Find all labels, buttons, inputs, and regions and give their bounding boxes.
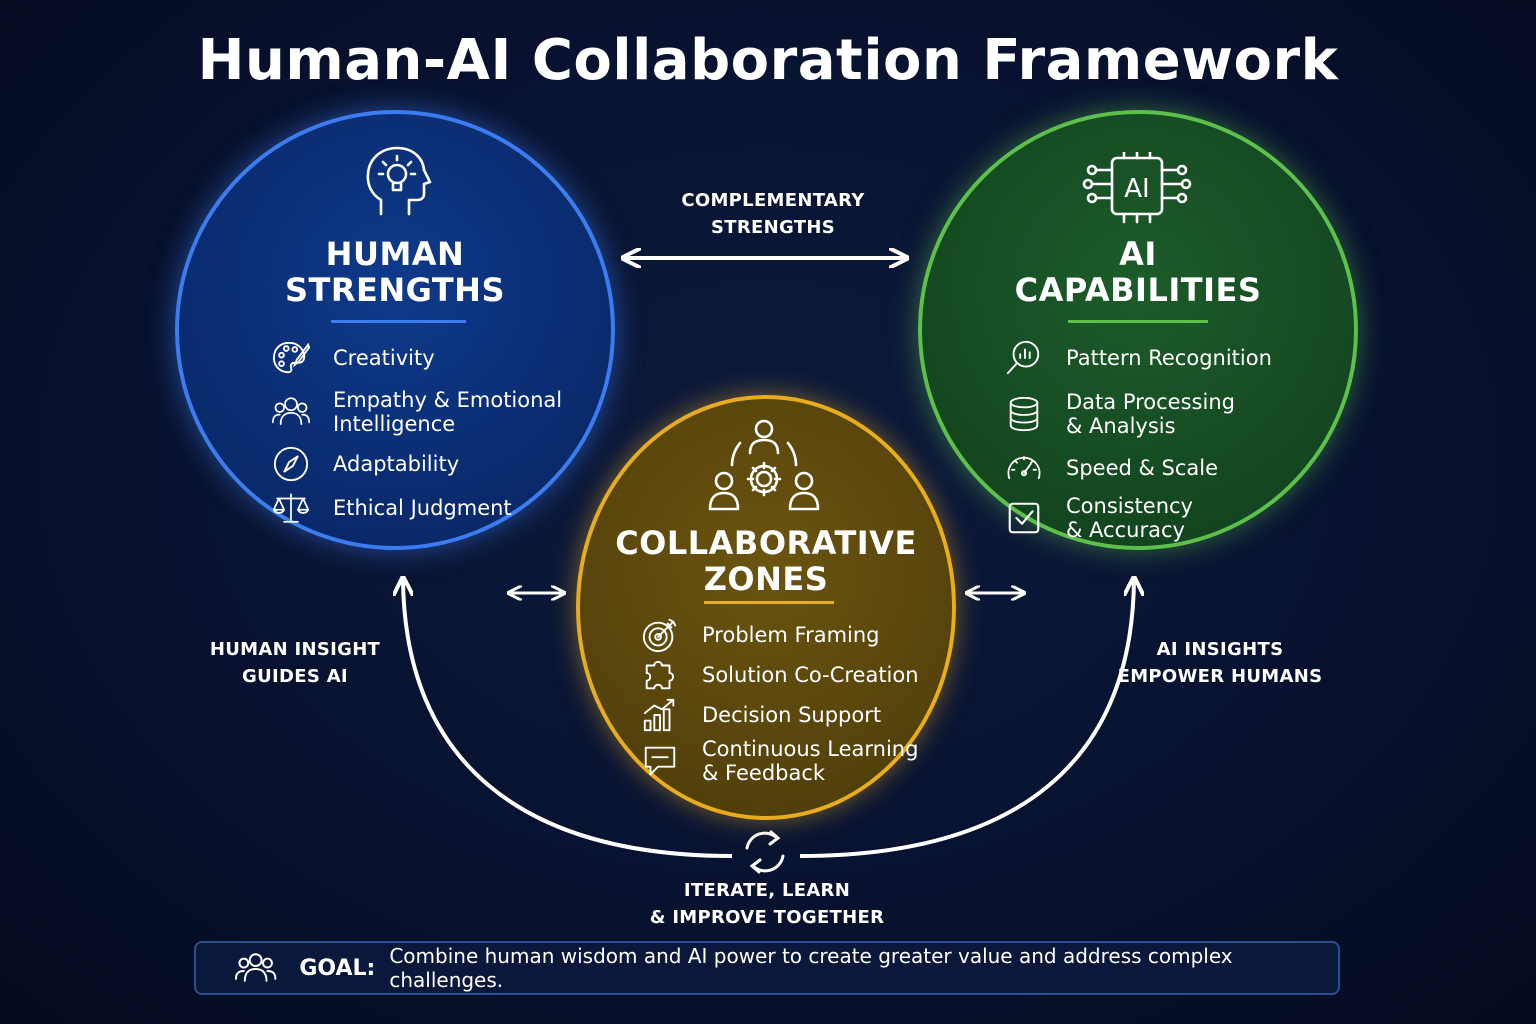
ai-item-data: Data Processing & Analysis [1000, 390, 1235, 438]
human-insight-label: HUMAN INSIGHT GUIDES AI [209, 639, 381, 687]
ai-item-label: Consistency & Accuracy [1066, 494, 1193, 542]
database-icon [1000, 394, 1048, 434]
collab-item-decision: Decision Support [636, 695, 881, 735]
page-title: Human-AI Collaboration Framework [197, 28, 1339, 93]
goal-bar: GOAL: Combine human wisdom and AI power … [194, 941, 1340, 995]
team-gear-icon [708, 419, 820, 511]
human-title-underline [331, 320, 466, 323]
ai-chip-icon: AI [1082, 152, 1192, 224]
human-strengths-circle: HUMAN STRENGTHS Creativity Empathy & Emo… [175, 110, 615, 550]
human-insight-arc [403, 580, 733, 858]
compass-icon [267, 444, 315, 484]
collab-item-solution: Solution Co-Creation [636, 655, 919, 695]
ai-capabilities-circle: AI AI CAPABILITIES Pattern Recognition [918, 110, 1358, 550]
ai-item-speed: Speed & Scale [1000, 448, 1218, 488]
ai-item-consistency: Consistency & Accuracy [1000, 494, 1193, 542]
goal-text: Combine human wisdom and AI power to cre… [389, 944, 1233, 992]
collaborative-zones-title: COLLABORATIVE ZONES [615, 524, 917, 598]
collab-title-underline [704, 601, 834, 604]
people-icon [267, 392, 315, 432]
scales-icon [267, 488, 315, 528]
ai-item-pattern: Pattern Recognition [1000, 338, 1272, 378]
ai-insight-arc [799, 580, 1134, 858]
collab-item-problem: Problem Framing [636, 615, 880, 655]
ai-item-label: Speed & Scale [1066, 456, 1219, 480]
palette-icon [267, 338, 315, 378]
speedometer-icon [1000, 448, 1048, 488]
ai-insights-label: AI INSIGHTS EMPOWER HUMANS [1117, 639, 1323, 687]
growth-chart-icon [636, 695, 684, 735]
collab-item-label: Continuous Learning & Feedback [702, 737, 919, 785]
ai-capabilities-title: AI CAPABILITIES [1014, 235, 1262, 309]
collab-item-label: Solution Co-Creation [702, 663, 919, 687]
collab-item-label: Problem Framing [702, 623, 880, 647]
iterate-label: ITERATE, LEARN & IMPROVE TOGETHER [649, 880, 885, 928]
ai-title-underline [1068, 320, 1208, 323]
human-item-ethical: Ethical Judgment [267, 488, 512, 528]
puzzle-icon [636, 655, 684, 695]
chip-text: AI [1124, 174, 1149, 204]
human-item-label: Creativity [333, 346, 435, 370]
chat-icon [636, 741, 684, 781]
collab-item-learning: Continuous Learning & Feedback [636, 737, 918, 785]
human-item-label: Adaptability [333, 452, 460, 476]
complementary-strengths-label: COMPLEMENTARY STRENGTHS [681, 190, 865, 238]
refresh-cycle-icon [745, 830, 785, 874]
ai-item-label: Pattern Recognition [1066, 346, 1272, 370]
human-item-empathy: Empathy & Emotional Intelligence [267, 388, 562, 436]
human-item-adaptability: Adaptability [267, 444, 459, 484]
collaborative-zones-circle: COLLABORATIVE ZONES Problem Framing Solu… [576, 395, 956, 820]
magnifier-chart-icon [1000, 338, 1048, 378]
human-item-label: Ethical Judgment [333, 496, 512, 520]
checkbox-icon [1000, 498, 1048, 538]
head-lightbulb-icon [366, 146, 432, 216]
collab-item-label: Decision Support [702, 703, 882, 727]
human-item-creativity: Creativity [267, 338, 435, 378]
human-strengths-title: HUMAN STRENGTHS [284, 235, 505, 309]
goal-label: GOAL: [299, 955, 376, 981]
target-icon [636, 615, 684, 655]
ai-item-label: Data Processing & Analysis [1066, 390, 1235, 438]
group-icon [234, 953, 277, 982]
human-item-label: Empathy & Emotional Intelligence [333, 388, 563, 436]
